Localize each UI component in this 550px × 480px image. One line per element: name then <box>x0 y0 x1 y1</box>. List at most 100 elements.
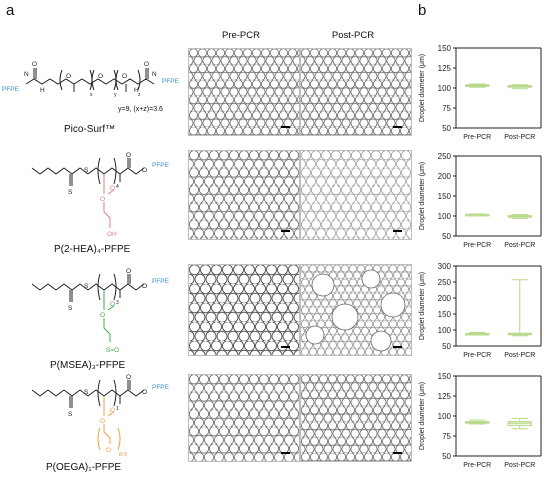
molecule-pico-surf: O O H H O O O N N x y z PFPE PFPE y=9, (… <box>2 48 187 140</box>
y-tick-label: 150 <box>438 372 452 381</box>
y-tick-label: 100 <box>438 412 452 421</box>
micrograph-pattern <box>301 49 411 135</box>
micrograph-p2hea-pre-pcr <box>188 150 300 240</box>
y-tick-label: 250 <box>438 278 452 287</box>
x-tick-label: Pre-PCR <box>463 242 491 249</box>
y-tick-label: 50 <box>442 452 451 461</box>
svg-text:4: 4 <box>116 184 119 190</box>
svg-text:O: O <box>142 167 147 174</box>
svg-text:O: O <box>100 196 105 203</box>
micrograph-p2hea-post-pcr <box>300 150 412 240</box>
panel-label-b: b <box>418 2 427 19</box>
micrograph-pattern <box>301 375 411 461</box>
micrograph-pattern <box>189 151 299 239</box>
pico-surf-note: y=9, (x+z)=3.6 <box>118 106 163 113</box>
svg-text:O: O <box>126 268 131 275</box>
molecule-name: P(MSEA)₃-PFPE <box>50 360 126 371</box>
side-label-count: 8-9 <box>119 452 127 458</box>
svg-text:1: 1 <box>116 406 119 412</box>
y-tick-label: 50 <box>442 342 451 351</box>
molecule-poega: S S O O 1 O O O 8-9 PFPE P(OEGA)₁-PFPE <box>2 372 187 478</box>
svg-text:S: S <box>68 189 73 196</box>
svg-text:O: O <box>100 418 105 425</box>
svg-text:O: O <box>142 283 147 290</box>
micrograph-pattern <box>189 375 299 461</box>
molecule-p2hea: S S O O 4 O O OH PFPE P(2-HEA)₄-PFPE <box>2 150 187 260</box>
panel-label-a: a <box>6 2 15 19</box>
poega-structure: S S O O 1 O O O 8-9 <box>31 374 147 458</box>
y-tick-label: 200 <box>438 172 452 181</box>
x-tick-label: Pre-PCR <box>463 134 491 141</box>
side-label-oh: OH <box>107 231 117 238</box>
y-axis-label: Droplet diameter (μm) <box>419 272 426 340</box>
y-tick-label: 250 <box>438 152 452 161</box>
svg-text:O: O <box>106 447 111 454</box>
x-tick-label: Post-PCR <box>504 462 535 469</box>
y-tick-label: 75 <box>442 432 451 441</box>
y-tick-label: 200 <box>438 294 452 303</box>
y-tick-label: 100 <box>438 84 452 93</box>
y-tick-label: 150 <box>438 310 452 319</box>
svg-text:N: N <box>24 71 29 78</box>
svg-text:O: O <box>142 389 147 396</box>
micrograph-pattern <box>301 265 411 355</box>
subscript-y: y <box>114 92 117 98</box>
y-tick-label: 300 <box>438 262 452 271</box>
micrograph-poega-post-pcr <box>300 374 412 462</box>
svg-text:O: O <box>110 185 115 192</box>
x-tick-label: Post-PCR <box>504 352 535 359</box>
svg-text:O: O <box>32 61 37 68</box>
p2hea-structure: S S O O 4 O O OH <box>31 152 147 238</box>
column-header-post-pcr: Post-PCR <box>331 30 375 41</box>
molecule-pmsea: S S O O 3 O O S=O PFPE P(MSEA)₃-PFPE <box>2 266 187 376</box>
pfpe-label: PFPE <box>152 384 169 391</box>
svg-text:S: S <box>84 167 89 174</box>
y-axis-label: Droplet diameter (μm) <box>419 162 426 230</box>
svg-text:O: O <box>66 73 71 80</box>
msea-side-chain <box>103 290 115 342</box>
y-tick-label: 125 <box>438 64 452 73</box>
y-tick-label: 125 <box>438 392 452 401</box>
y-tick-label: 50 <box>442 232 451 241</box>
svg-text:H: H <box>40 87 45 94</box>
pfpe-label: PFPE <box>152 162 169 169</box>
micrograph-pmsea-pre-pcr <box>188 264 300 356</box>
svg-text:O: O <box>100 312 105 319</box>
micrograph-pattern <box>189 49 299 135</box>
y-axis-label: Droplet diameter (μm) <box>419 382 426 450</box>
svg-text:O: O <box>110 301 115 308</box>
x-tick-label: Pre-PCR <box>463 462 491 469</box>
svg-text:S: S <box>68 411 73 418</box>
svg-text:N: N <box>152 71 157 78</box>
y-tick-label: 150 <box>438 44 452 53</box>
hea-side-chain <box>103 174 115 228</box>
x-tick-label: Post-PCR <box>504 134 535 141</box>
subscript-x: x <box>90 92 93 98</box>
svg-text:H: H <box>134 87 139 94</box>
x-tick-label: Pre-PCR <box>463 352 491 359</box>
molecule-name: P(2-HEA)₄-PFPE <box>54 244 131 255</box>
oega-side-chain <box>97 396 121 451</box>
pfpe-left-label: PFPE <box>2 86 19 93</box>
y-tick-label: 150 <box>438 192 452 201</box>
micrograph-pmsea-post-pcr <box>300 264 412 356</box>
x-tick-label: Post-PCR <box>504 242 535 249</box>
side-label-so: S=O <box>106 347 119 354</box>
svg-text:O: O <box>122 73 127 80</box>
y-tick-label: 100 <box>438 212 452 221</box>
svg-text:O: O <box>144 61 149 68</box>
svg-text:O: O <box>126 374 131 381</box>
micrograph-pico-surf-pre-pcr <box>188 48 300 136</box>
y-tick-label: 50 <box>442 124 451 133</box>
pico-surf-structure: O O H H O O O N N x y z <box>24 61 157 98</box>
y-tick-label: 75 <box>442 104 451 113</box>
column-header-pre-pcr: Pre-PCR <box>221 30 260 41</box>
y-axis-label: Droplet diameter (μm) <box>419 54 426 122</box>
pfpe-label: PFPE <box>152 278 169 285</box>
pmsea-structure: S S O O 3 O O S=O <box>31 268 147 354</box>
svg-text:O: O <box>110 407 115 414</box>
subscript-z: z <box>138 92 141 98</box>
